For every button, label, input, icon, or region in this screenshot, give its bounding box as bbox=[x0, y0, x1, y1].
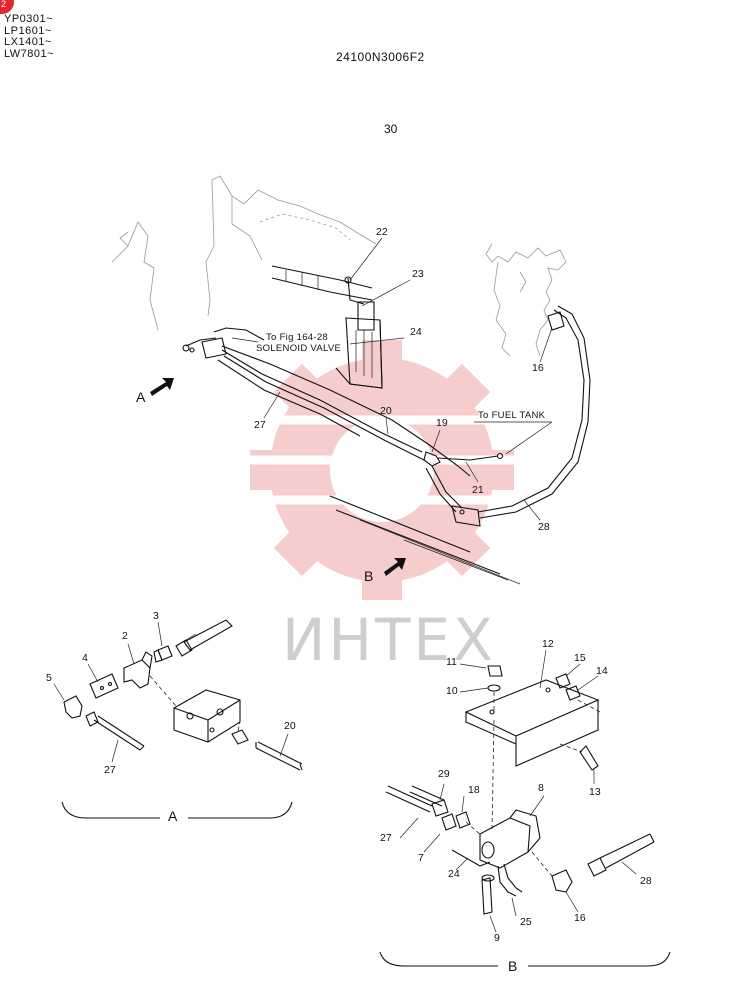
document-number: 24100N3006F2 bbox=[336, 50, 425, 64]
callout-3: 3 bbox=[153, 610, 159, 622]
callout-24: 24 bbox=[448, 868, 460, 880]
callout-9: 9 bbox=[494, 932, 500, 944]
watermark-gear-icon bbox=[220, 340, 540, 600]
watermark-text: ИНТЕХ bbox=[282, 606, 496, 674]
callout-7: 7 bbox=[418, 852, 424, 864]
corner-badge-text: 2 bbox=[1, 0, 7, 9]
serial-range: YP0301~ bbox=[4, 13, 54, 25]
callout-19: 19 bbox=[436, 417, 448, 429]
serial-range-list: YP0301~ LP1601~ LX1401~ LW7801~ bbox=[4, 13, 55, 60]
page-number: 30 bbox=[384, 122, 398, 136]
callout-20: 20 bbox=[284, 720, 296, 732]
callout-25: 25 bbox=[520, 916, 532, 928]
note-fuel-tank: To FUEL TANK bbox=[478, 410, 546, 421]
callout-20: 20 bbox=[380, 405, 392, 417]
callout-15: 15 bbox=[574, 652, 586, 664]
callout-2: 2 bbox=[122, 630, 128, 642]
view-a-arrow-icon bbox=[150, 378, 174, 396]
callout-14: 14 bbox=[596, 665, 608, 677]
callout-4: 4 bbox=[82, 652, 88, 664]
callout-13: 13 bbox=[589, 786, 601, 798]
callout-23: 23 bbox=[412, 268, 424, 280]
detail-a-drawing bbox=[53, 619, 303, 819]
frame-rails bbox=[329, 495, 521, 585]
callout-16: 16 bbox=[532, 362, 544, 374]
view-a-marker: A bbox=[136, 389, 146, 405]
serial-range: LX1401~ bbox=[4, 36, 52, 48]
callout-22: 22 bbox=[376, 226, 388, 238]
callout-12: 12 bbox=[542, 638, 554, 650]
callout-27: 27 bbox=[104, 764, 116, 776]
callout-21: 21 bbox=[472, 484, 484, 496]
mount-bracket bbox=[335, 276, 383, 389]
note-solenoid-reference: To Fig 164-28 bbox=[266, 332, 328, 343]
callout-8: 8 bbox=[538, 782, 544, 794]
callout-28: 28 bbox=[640, 875, 652, 887]
callout-27: 27 bbox=[254, 419, 266, 431]
engine-outline bbox=[111, 175, 377, 331]
view-b-arrow-icon bbox=[384, 558, 406, 576]
callout-27: 27 bbox=[380, 832, 392, 844]
view-b-marker: B bbox=[364, 568, 374, 584]
callout-18: 18 bbox=[468, 784, 480, 796]
callout-24: 24 bbox=[410, 326, 422, 338]
detail-b-label: B bbox=[508, 958, 518, 974]
note-solenoid-valve: SOLENOID VALVE bbox=[256, 343, 342, 354]
callout-28: 28 bbox=[538, 521, 550, 533]
detail-a-label: A bbox=[168, 808, 178, 824]
fuel-tank-outline bbox=[485, 243, 567, 357]
callout-29: 29 bbox=[438, 768, 450, 780]
callout-leaders bbox=[231, 237, 553, 521]
callout-16: 16 bbox=[574, 912, 586, 924]
detail-b-drawing bbox=[379, 649, 671, 967]
serial-range: LP1601~ bbox=[4, 24, 52, 37]
callout-10: 10 bbox=[446, 685, 458, 697]
callout-5: 5 bbox=[46, 672, 52, 684]
callout-11: 11 bbox=[446, 656, 457, 668]
serial-range: LW7801~ bbox=[4, 47, 55, 60]
